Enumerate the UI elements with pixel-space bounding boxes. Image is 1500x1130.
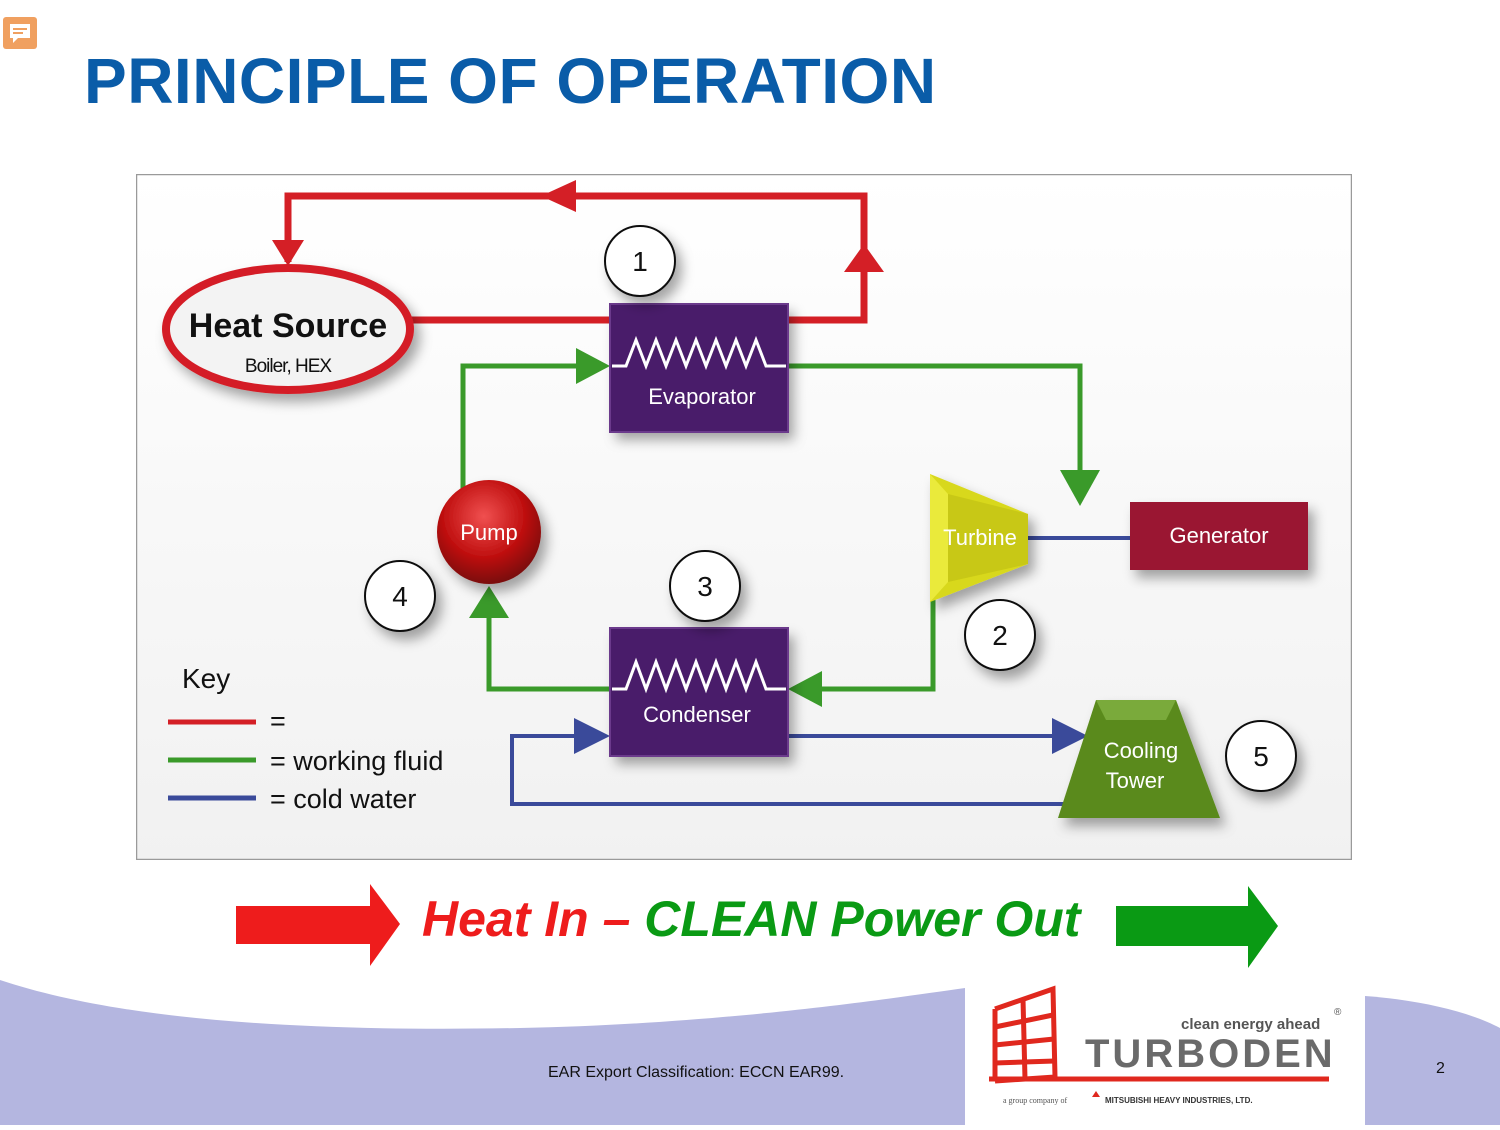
legend-label-blue: = cold water bbox=[270, 784, 416, 814]
heat-source-label: Heat Source bbox=[189, 307, 387, 345]
generator-label: Generator bbox=[1169, 523, 1268, 548]
turbine bbox=[930, 474, 1028, 602]
turbine-label: Turbine bbox=[943, 525, 1017, 550]
cooling-tower-label-line1: Cooling bbox=[1104, 738, 1179, 763]
step-5-label: 5 bbox=[1253, 741, 1269, 772]
slogan-text: Heat In – CLEAN Power Out bbox=[422, 890, 1080, 948]
hot-loop-arrow-down bbox=[272, 240, 304, 266]
heat-source bbox=[162, 264, 414, 394]
slogan-heat-in: Heat In – bbox=[422, 891, 645, 947]
registered-icon: ® bbox=[1334, 1007, 1342, 1018]
arrow-to-cooling-tower bbox=[1052, 718, 1088, 754]
page-number: 2 bbox=[1436, 1060, 1445, 1077]
legend-label-green: = working fluid bbox=[270, 746, 443, 776]
step-4-label: 4 bbox=[392, 581, 408, 612]
generator bbox=[1130, 502, 1308, 570]
step-3-circle bbox=[669, 550, 741, 622]
step-4-circle bbox=[364, 560, 436, 632]
heat-in-arrow bbox=[236, 884, 400, 966]
step-1-circle bbox=[604, 225, 676, 297]
step-2-circle bbox=[964, 599, 1036, 671]
condenser bbox=[609, 627, 789, 757]
arrow-to-condenser-cold bbox=[574, 718, 610, 754]
cooling-tower bbox=[1058, 700, 1220, 818]
hot-loop-arrow-left bbox=[541, 180, 576, 212]
step-5-circle bbox=[1225, 720, 1297, 792]
arrow-to-evaporator bbox=[576, 348, 610, 384]
pump bbox=[437, 480, 541, 584]
step-2-label: 2 bbox=[992, 620, 1008, 651]
page-title: PRINCIPLE OF OPERATION bbox=[84, 45, 937, 117]
step-3-label: 3 bbox=[697, 571, 713, 602]
turboden-logo: clean energy ahead ® TURBODEN a group co… bbox=[965, 985, 1365, 1125]
pump-label: Pump bbox=[460, 520, 517, 545]
legend: Key = = working fluid = cold water bbox=[168, 663, 443, 814]
logo-brand: TURBODEN bbox=[1085, 1032, 1336, 1076]
comment-icon[interactable] bbox=[2, 16, 38, 50]
arrow-to-condenser bbox=[788, 671, 822, 707]
cooling-tower-label-line2: Tower bbox=[1106, 768, 1165, 793]
footer-wave bbox=[0, 980, 1500, 1125]
condenser-label: Condenser bbox=[643, 702, 751, 727]
legend-title: Key bbox=[182, 663, 230, 694]
orc-cycle-diagram: Heat Source Boiler, HEX Evaporator Conde… bbox=[136, 174, 1352, 860]
logo-parent: MITSUBISHI HEAVY INDUSTRIES, LTD. bbox=[1105, 1096, 1253, 1105]
heat-source-sublabel: Boiler, HEX bbox=[245, 356, 332, 377]
evaporator bbox=[609, 303, 789, 433]
cold-water-loop bbox=[510, 536, 1130, 806]
evaporator-label: Evaporator bbox=[648, 384, 756, 409]
working-fluid-loop bbox=[460, 363, 1083, 692]
logo-tagline: clean energy ahead bbox=[1181, 1016, 1320, 1033]
export-classification: EAR Export Classification: ECCN EAR99. bbox=[548, 1064, 845, 1081]
turboden-mark-icon bbox=[989, 985, 1329, 1084]
step-1-label: 1 bbox=[632, 246, 648, 277]
slogan-clean-power-out: CLEAN Power Out bbox=[644, 891, 1081, 947]
legend-label-red: = bbox=[270, 706, 286, 736]
arrow-to-turbine bbox=[1060, 470, 1100, 506]
hot-loop-arrow-up bbox=[844, 244, 884, 272]
arrow-to-pump bbox=[469, 586, 509, 618]
power-out-arrow bbox=[1116, 886, 1278, 968]
mitsubishi-diamonds-icon bbox=[1092, 1091, 1100, 1097]
logo-subline: a group company of bbox=[1003, 1096, 1068, 1105]
slogan-banner bbox=[236, 884, 1278, 968]
